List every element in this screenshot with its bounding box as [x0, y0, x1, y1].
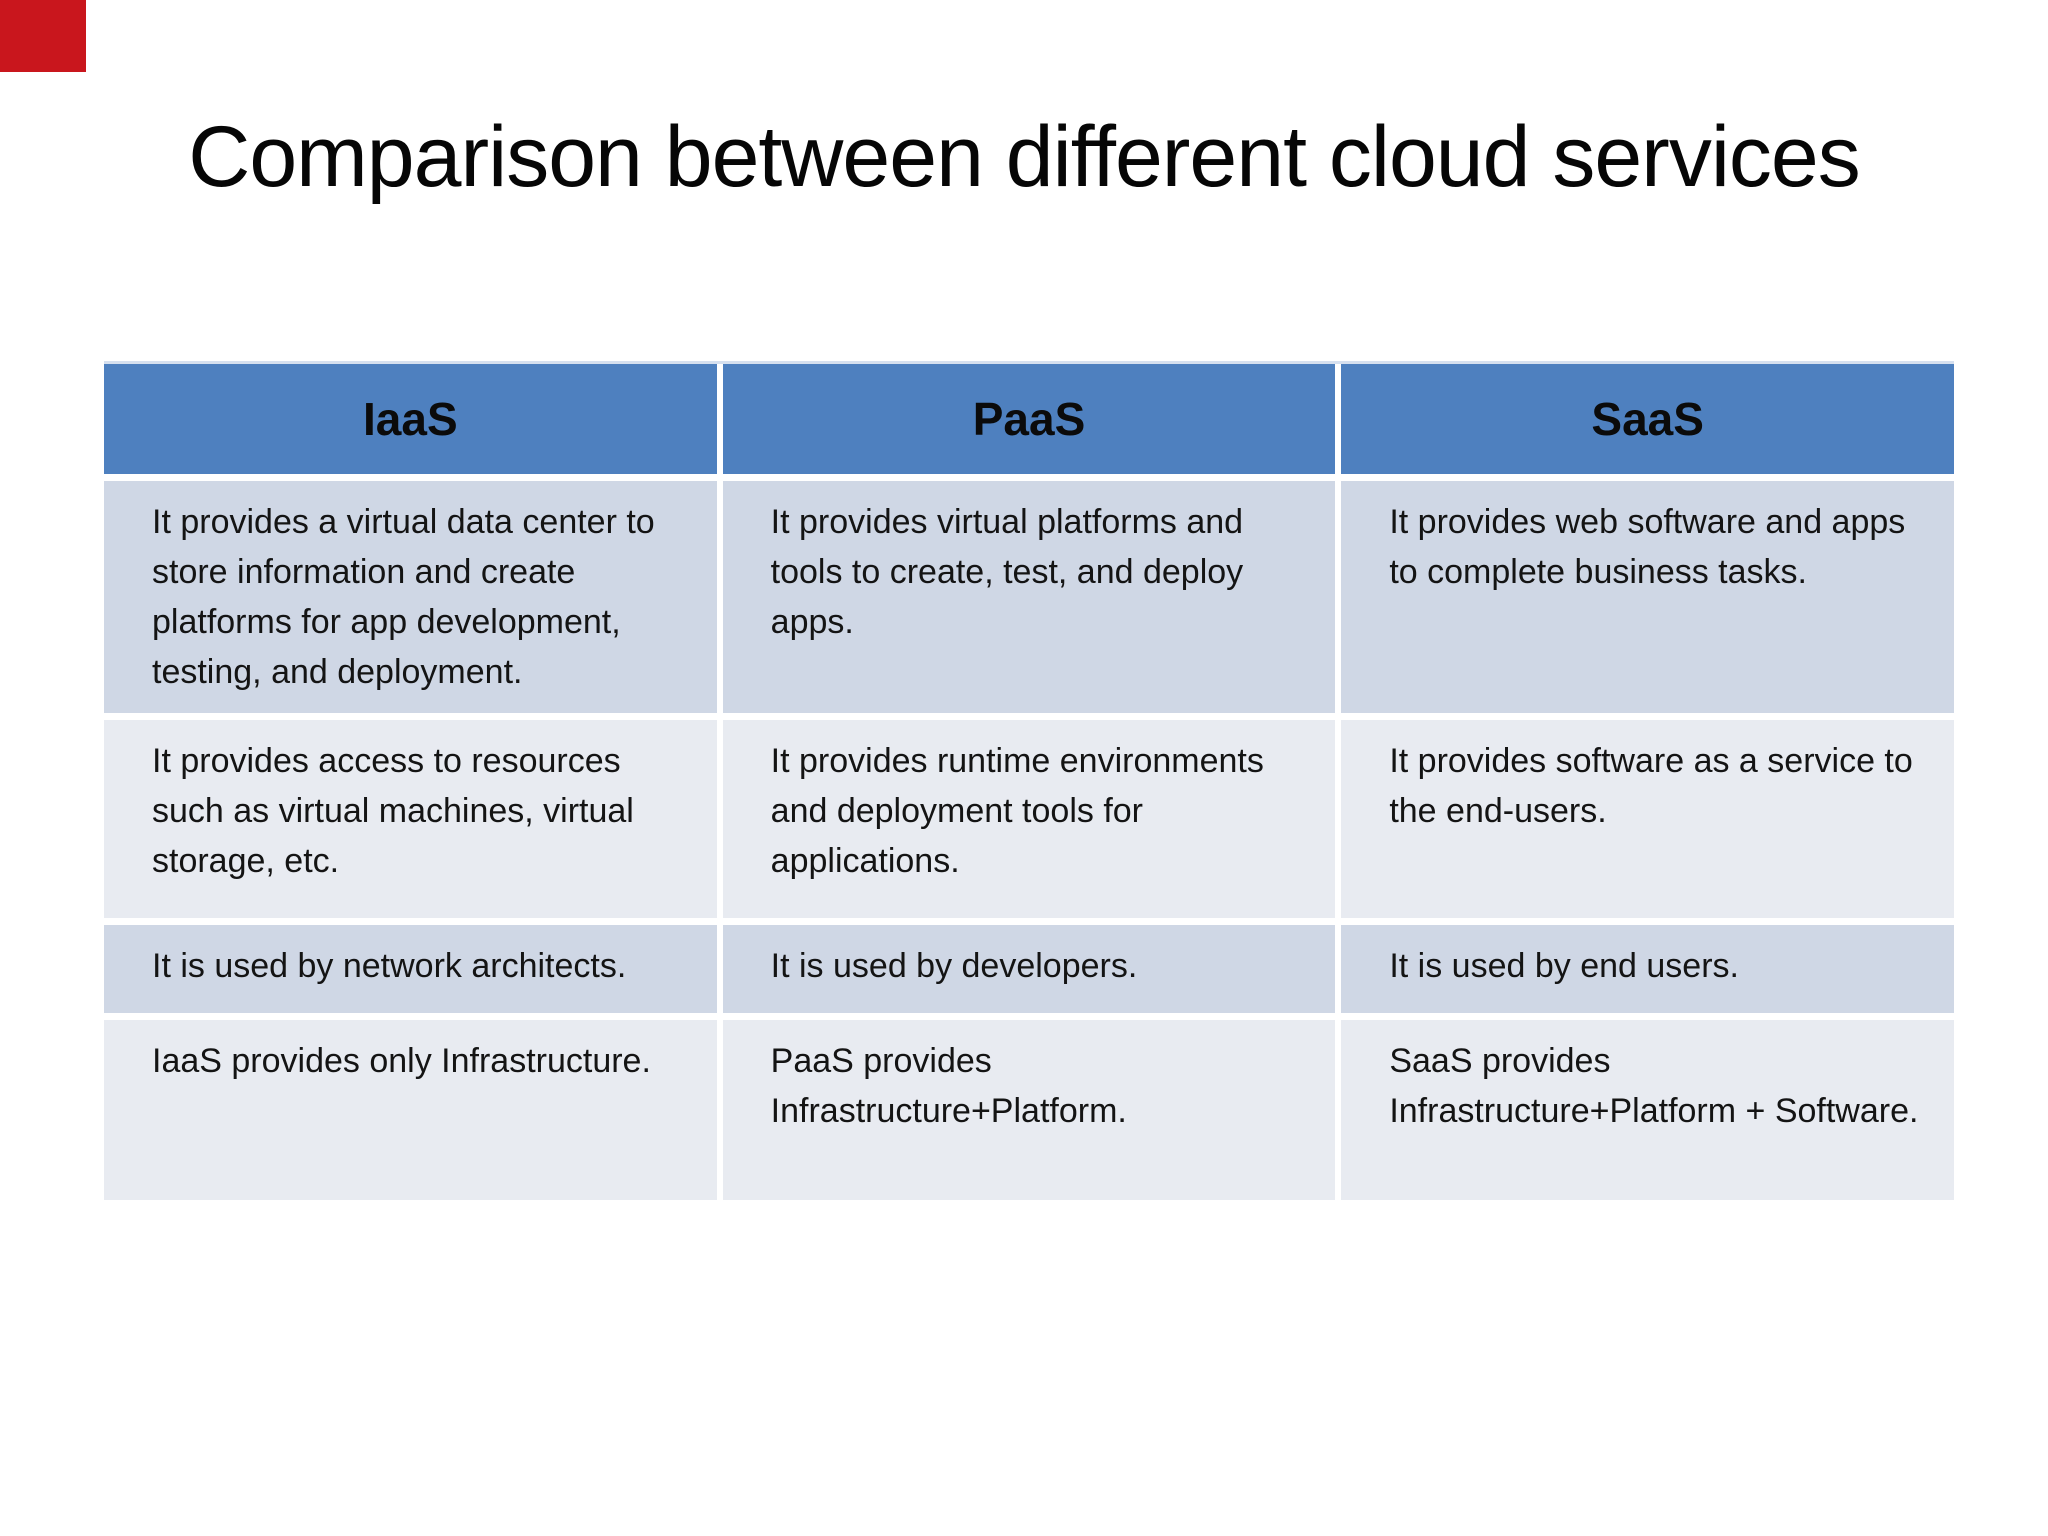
table-header-saas: SaaS [1341, 364, 1954, 474]
cell-saas-definition: It provides web software and apps to com… [1341, 481, 1954, 713]
table-header-paas: PaaS [722, 364, 1336, 474]
cell-iaas-users: It is used by network architects. [104, 925, 717, 1013]
cell-iaas-provides: IaaS provides only Infrastructure. [104, 1020, 717, 1200]
slide-title: Comparison between different cloud servi… [188, 109, 1861, 205]
cell-paas-users: It is used by developers. [722, 925, 1336, 1013]
cell-iaas-definition: It provides a virtual data center to sto… [104, 481, 717, 713]
cell-iaas-resources: It provides access to resources such as … [104, 720, 717, 918]
red-corner-accent [0, 0, 86, 72]
cell-paas-resources: It provides runtime environments and dep… [722, 720, 1336, 918]
cell-paas-provides: PaaS provides Infrastructure+Platform. [722, 1020, 1336, 1200]
cell-saas-provides: SaaS provides Infrastructure+Platform + … [1341, 1020, 1954, 1200]
cell-paas-definition: It provides virtual platforms and tools … [722, 481, 1336, 713]
cell-saas-users: It is used by end users. [1341, 925, 1954, 1013]
comparison-table: IaaS PaaS SaaS It provides a virtual dat… [104, 361, 1954, 1200]
table-header-iaas: IaaS [104, 364, 717, 474]
cell-saas-resources: It provides software as a service to the… [1341, 720, 1954, 918]
